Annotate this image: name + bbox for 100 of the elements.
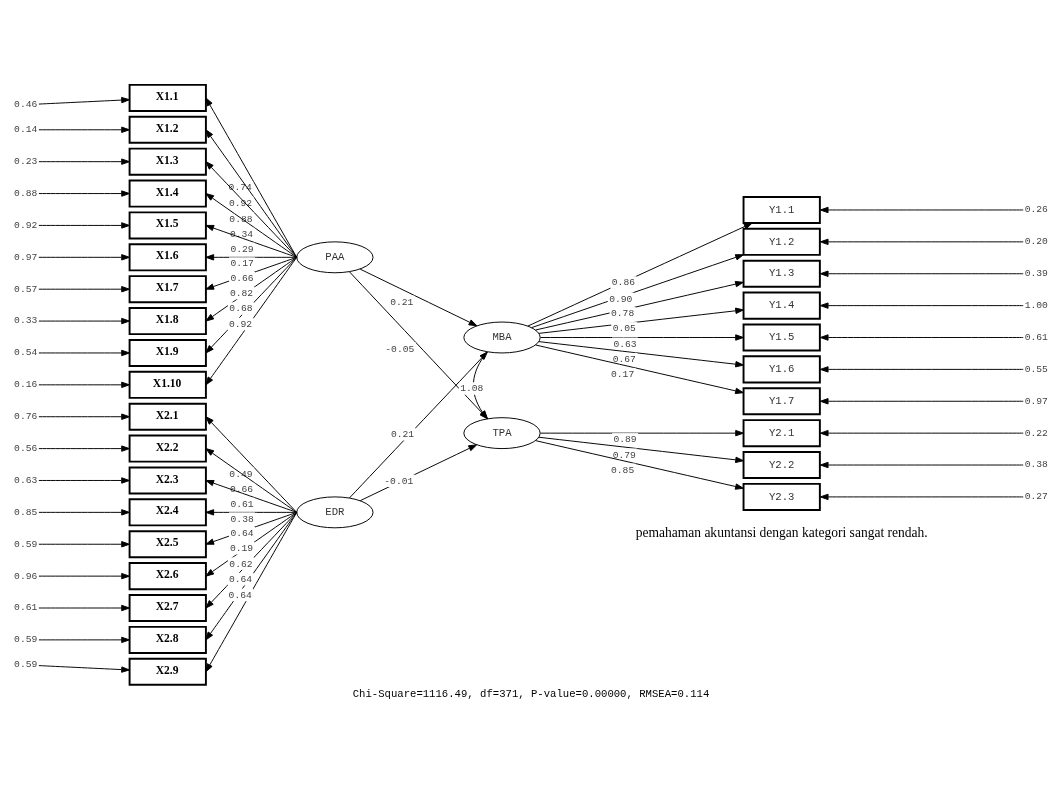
arrow (359, 443, 478, 501)
edge-label: 0.21 (390, 428, 415, 440)
node-ellipse: PAA (296, 240, 374, 273)
node-text: 0.92 (14, 219, 38, 231)
node-ellipse: EDR (296, 495, 374, 528)
node-box: X2.3 (128, 465, 207, 494)
edge-label: 0.17 (230, 257, 254, 269)
node-box: X1.4 (128, 179, 207, 208)
edge-label: 0.90 (609, 293, 633, 305)
arrow (359, 268, 478, 326)
arrow (819, 333, 1024, 341)
arrow (38, 476, 130, 484)
edge-label: 0.62 (229, 558, 253, 570)
node-box: Y1.3 (742, 259, 821, 288)
node-box: X2.8 (128, 625, 207, 654)
node-box: X1.1 (128, 83, 207, 112)
node-box: Y2.1 (742, 418, 821, 447)
node-box: Y1.6 (742, 354, 821, 383)
node-box: X2.4 (128, 497, 207, 526)
node-text: 0.33 (14, 314, 38, 326)
node-text: 0.56 (14, 442, 38, 454)
node-text: 0.59 (14, 658, 38, 670)
edge-label: 0.68 (229, 302, 253, 314)
arrow (38, 664, 130, 673)
node-box: Y1.4 (742, 291, 821, 320)
node-ellipse: MBA (463, 321, 541, 353)
arrow (819, 270, 1024, 277)
arrow (819, 397, 1024, 404)
edge-label: 0.64 (230, 527, 254, 539)
edge-label: 0.78 (611, 307, 635, 319)
node-text: 0.97 (1024, 395, 1048, 407)
arrow (38, 636, 130, 643)
node-text: 0.54 (14, 346, 38, 358)
node-box: X1.2 (128, 115, 207, 144)
node-box: Y1.7 (742, 386, 821, 415)
arrow (819, 461, 1024, 468)
node-box: X2.7 (128, 593, 207, 622)
arrow (38, 189, 130, 197)
edge-label: 0.85 (611, 464, 635, 476)
edge-label: 0.64 (229, 573, 253, 585)
edge-label: -0.05 (385, 343, 415, 355)
node-box: X2.9 (128, 657, 207, 686)
node-text: 0.20 (1024, 235, 1048, 247)
edge-label: 0.86 (611, 276, 636, 288)
node-box: Y2.2 (742, 450, 821, 479)
edge-label: 1.08 (460, 382, 484, 394)
node-text: 0.61 (1024, 331, 1048, 343)
node-text: 1.00 (1024, 299, 1048, 311)
arrow (531, 253, 744, 328)
arrow (819, 238, 1024, 245)
edge-label: 0.19 (229, 542, 254, 554)
arrow (38, 413, 130, 420)
node-box: X2.2 (128, 434, 207, 463)
arrow (819, 429, 1024, 436)
arrow (38, 253, 130, 260)
arrow (38, 126, 130, 133)
label: pemahaman akuntansi dengan kategori sangat rendah. (635, 524, 928, 540)
edge-label: 0.66 (230, 272, 254, 284)
arrow (38, 540, 130, 547)
node-text: 0.76 (14, 410, 38, 422)
arrow (38, 285, 130, 292)
arrow (539, 333, 744, 341)
edge-label: 0.63 (613, 338, 637, 350)
node-box: X1.5 (128, 210, 207, 239)
node-text: 0.16 (14, 378, 38, 390)
node-text: 0.14 (14, 123, 38, 135)
edge-label: 0.38 (230, 513, 254, 525)
node-box: X2.5 (128, 529, 207, 558)
node-text: 0.55 (1024, 363, 1048, 375)
arrow (38, 96, 130, 105)
edge-label: 0.66 (229, 483, 254, 495)
edge-label: 0.82 (229, 287, 254, 299)
node-text: 0.85 (14, 506, 38, 518)
node-text: 0.26 (1024, 203, 1048, 215)
arrow (38, 221, 130, 229)
arrow (535, 344, 744, 394)
node-text: 0.27 (1024, 490, 1048, 502)
node-box: Y1.5 (742, 323, 821, 351)
edge-label: -0.01 (384, 475, 414, 487)
arrow (819, 365, 1024, 373)
edge-label: 0.61 (230, 498, 254, 510)
node-text: 0.61 (14, 601, 38, 613)
arrow (535, 280, 744, 330)
node-text: 0.46 (14, 98, 38, 110)
edge-label: 0.89 (613, 433, 637, 445)
node-text: 0.97 (14, 251, 38, 263)
arrow (38, 604, 130, 611)
node-box: X2.1 (128, 402, 207, 431)
node-text: 0.96 (14, 570, 38, 582)
node-text: 0.59 (14, 633, 38, 645)
caption: Chi-Square=1116.49, df=371, P-value=0.00000, RMSEA=0.114 (352, 687, 710, 700)
node-text: 0.59 (14, 538, 38, 550)
edge-label: 0.05 (612, 322, 636, 334)
arrow (539, 429, 744, 436)
node-box: X1.6 (128, 242, 207, 271)
node-text: 0.57 (14, 283, 38, 295)
node-box: X1.9 (128, 338, 207, 367)
node-box: Y1.2 (742, 227, 821, 256)
arrow (38, 572, 130, 579)
arrow (38, 508, 130, 516)
